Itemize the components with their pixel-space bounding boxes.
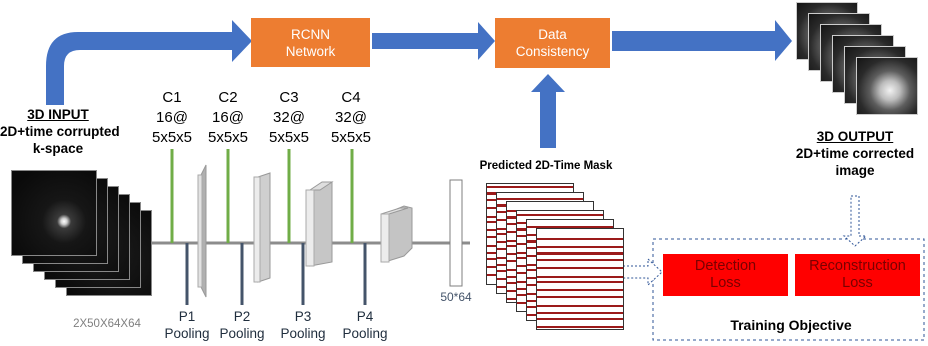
pool-text: Pooling (342, 326, 388, 341)
conv-label-c2: C2 16@ 5x5x5 (205, 88, 251, 148)
conv-filters: 16@ (212, 109, 244, 126)
mask-stripe (537, 267, 623, 269)
conv-name: C3 (279, 89, 299, 106)
pool-label-p2: P2 Pooling (218, 308, 266, 342)
mask-stripe (497, 198, 583, 200)
rcnn-network-label: RCNN Network (285, 26, 336, 59)
input-title: 3D INPUT (27, 107, 89, 122)
fc-layer (449, 179, 463, 287)
rcnn-network-box: RCNN Network (251, 18, 370, 67)
fc-size-label: 50*64 (440, 290, 472, 304)
mask-stripe (537, 253, 623, 255)
arrow-dc-to-output (612, 20, 792, 61)
pool-label-p3: P3 Pooling (279, 308, 327, 342)
mask-title: Predicted 2D-Time Mask (479, 160, 613, 172)
kspace-frame (11, 170, 97, 256)
conv-name: C4 (341, 89, 361, 106)
arrow-input-to-rcnn (46, 20, 252, 105)
pool-name: P2 (233, 309, 251, 324)
conv-filters: 16@ (156, 109, 188, 126)
input-size-label: 2X50X64X64 (73, 318, 141, 330)
detection-loss-label: Detection Loss (694, 258, 757, 291)
mri-frame (856, 57, 918, 115)
pool-name: P3 (294, 309, 312, 324)
feature-map-3 (305, 181, 334, 267)
pool-label-p4: P4 Pooling (341, 308, 389, 342)
pool-name: P4 (356, 309, 374, 324)
training-objective-label: Training Objective (730, 317, 852, 333)
dashed-arrow-output-to-loss (842, 195, 868, 247)
mask-stripe (517, 214, 603, 216)
output-subtitle: 2D+time corrected image (795, 146, 915, 178)
data-consistency-label: Data Consistency (515, 27, 590, 59)
reconstruction-loss-label: Reconstruction Loss (809, 258, 906, 291)
mask-sheet (536, 228, 624, 330)
detection-loss-box: Detection Loss (663, 254, 788, 296)
reconstruction-loss-box: Reconstruction Loss (795, 254, 920, 296)
pool-label-p1: P1 Pooling (163, 308, 211, 342)
mask-stripe (487, 186, 573, 188)
dashed-arrow-mask-to-loss (622, 257, 663, 287)
conv-label-c4: C4 32@ 5x5x5 (325, 88, 377, 148)
mask-stripe (537, 246, 623, 248)
conv-filters: 32@ (335, 109, 367, 126)
mask-stripe (537, 259, 623, 261)
mask-stripe (537, 326, 623, 328)
arrow-mask-to-dc (531, 74, 565, 148)
conv-name: C2 (218, 89, 238, 106)
mask-stripe (537, 318, 623, 320)
mask-stripe (537, 312, 623, 314)
pool-text: Pooling (280, 326, 326, 341)
input-subtitle: 2D+time corrupted k-space (0, 124, 120, 156)
feature-map-1 (197, 164, 207, 298)
mask-stripe (537, 289, 623, 291)
conv-name: C1 (162, 89, 182, 106)
feature-map-4 (380, 205, 413, 263)
mask-stripe (537, 281, 623, 283)
conv-filters: 32@ (273, 109, 305, 126)
conv-kernel: 5x5x5 (330, 129, 372, 146)
mask-stripe (537, 305, 623, 307)
mask-stripe (537, 296, 623, 298)
feature-map-2 (253, 172, 271, 283)
conv-kernel: 5x5x5 (151, 129, 193, 146)
pool-name: P1 (178, 309, 196, 324)
data-consistency-box: Data Consistency (495, 18, 610, 68)
mask-stripe (527, 226, 613, 228)
mask-stripe (537, 276, 623, 278)
pool-text: Pooling (219, 326, 265, 341)
arrow-rcnn-to-dc (372, 22, 495, 60)
mask-stripe (537, 252, 623, 254)
mask-stripe (537, 238, 623, 240)
conv-kernel: 5x5x5 (207, 129, 249, 146)
output-title: 3D OUTPUT (816, 129, 894, 144)
conv-label-c3: C3 32@ 5x5x5 (263, 88, 315, 148)
conv-label-c1: C1 16@ 5x5x5 (149, 88, 195, 148)
conv-kernel: 5x5x5 (268, 129, 310, 146)
pool-text: Pooling (164, 326, 210, 341)
